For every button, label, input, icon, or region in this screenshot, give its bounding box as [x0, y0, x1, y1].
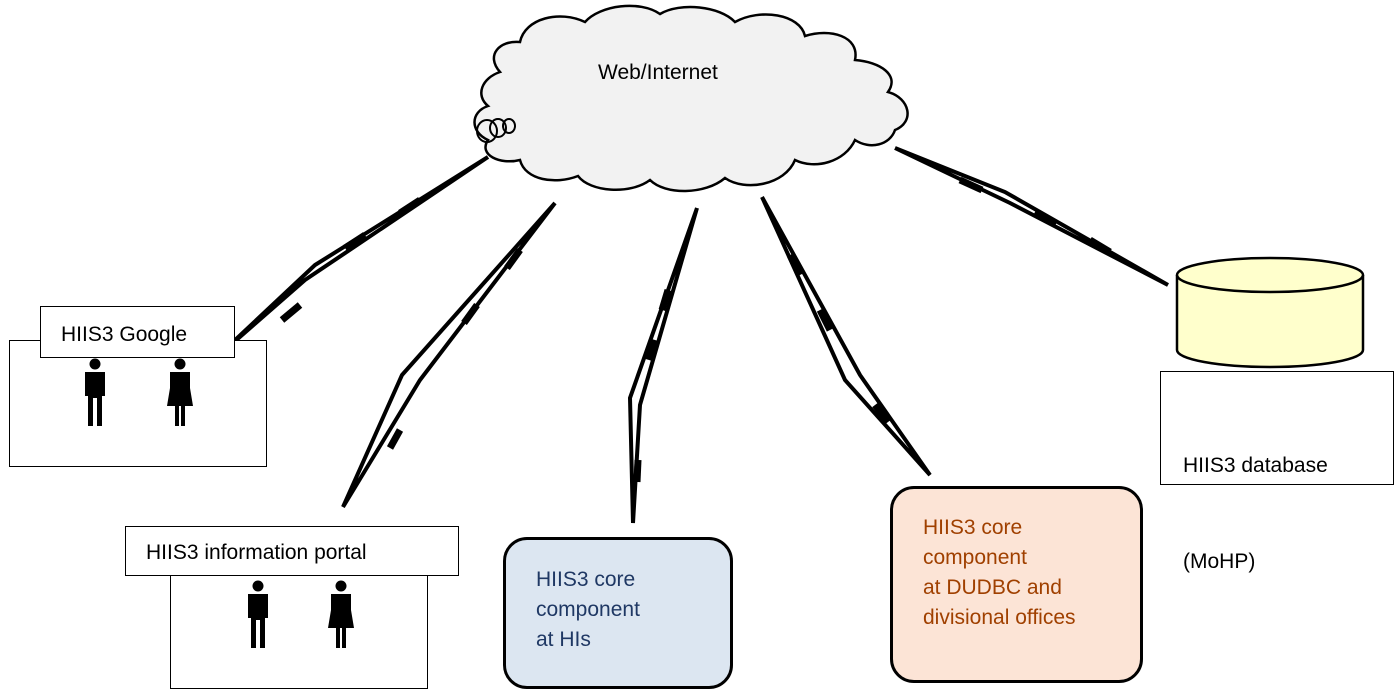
female-user-icon — [167, 358, 193, 426]
core-component-his-box: HIIS3 core component at HIs — [503, 537, 733, 689]
male-user-icon — [248, 580, 268, 648]
portal-users-box — [170, 563, 428, 689]
google-label: HIIS3 Google — [61, 323, 188, 346]
database-label-box: HIIS3 database (MoHP) — [1160, 371, 1394, 573]
cloud-shape — [473, 4, 909, 193]
core-component-dudbc-box: HIIS3 core component at DUDBC and divisi… — [890, 486, 1143, 683]
database-cylinder — [1175, 256, 1365, 369]
core-component-his-text: HIIS3 core component at HIs — [536, 568, 640, 651]
connector-database — [894, 146, 1169, 287]
core-component-dudbc-text: HIIS3 core component at DUDBC and divisi… — [923, 516, 1076, 629]
connector-core-dudbc — [760, 196, 932, 477]
connector-core-his — [627, 207, 699, 524]
google-title-box: HIIS3 Google — [40, 306, 235, 358]
connector-portal — [341, 201, 557, 509]
portal-title-box: HIIS3 information portal — [125, 526, 459, 576]
google-users-box — [9, 340, 267, 467]
database-label: HIIS3 database (MoHP) — [1183, 454, 1328, 573]
portal-label: HIIS3 information portal — [146, 541, 367, 564]
cloud-label: Web/Internet — [598, 61, 718, 84]
male-user-icon — [85, 358, 105, 426]
female-user-icon — [328, 580, 354, 648]
